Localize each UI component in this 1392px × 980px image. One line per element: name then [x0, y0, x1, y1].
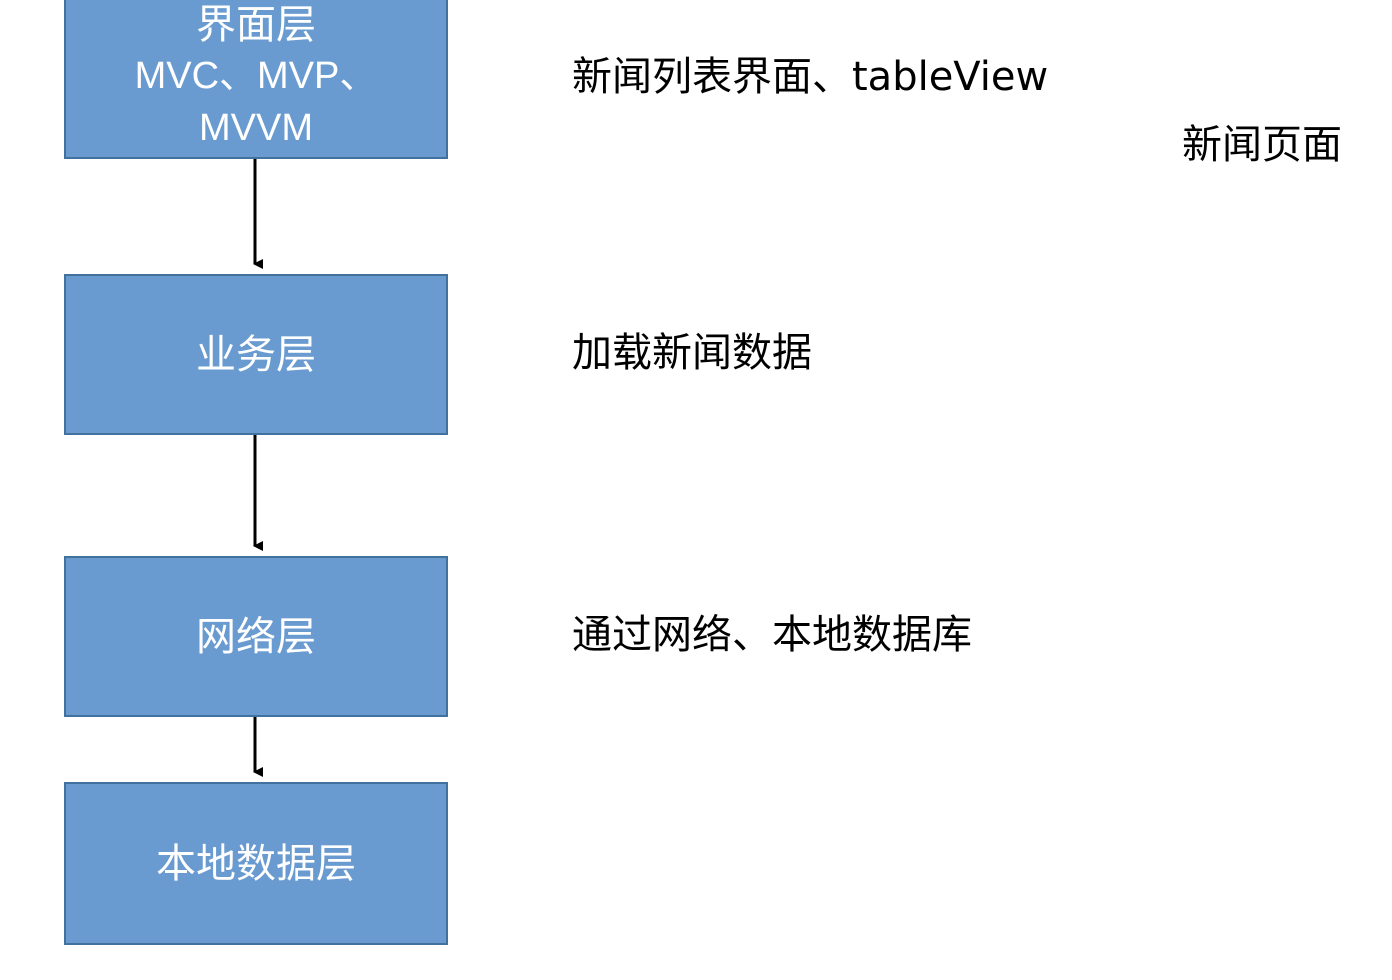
network-layer-box: 网络层 — [64, 556, 448, 717]
business-layer-box: 业务层 — [64, 274, 448, 435]
network-layer-note: 通过网络、本地数据库 — [572, 612, 972, 658]
business-layer-note: 加载新闻数据 — [572, 330, 812, 376]
ui-layer-box: 界面层 MVC、MVP、 MVVM — [64, 0, 448, 159]
news-page-note: 新闻页面 — [1182, 122, 1342, 168]
ui-layer-patterns-line2: MVVM — [199, 106, 313, 149]
local-data-layer-box: 本地数据层 — [64, 782, 448, 945]
network-layer-title: 网络层 — [196, 613, 316, 660]
ui-layer-title: 界面层 — [196, 1, 316, 48]
business-layer-title: 业务层 — [196, 331, 316, 378]
ui-layer-patterns-line1: MVC、MVP、 — [134, 54, 378, 97]
ui-layer-note: 新闻列表界面、tableView — [572, 54, 1049, 100]
local-data-layer-title: 本地数据层 — [156, 840, 356, 887]
